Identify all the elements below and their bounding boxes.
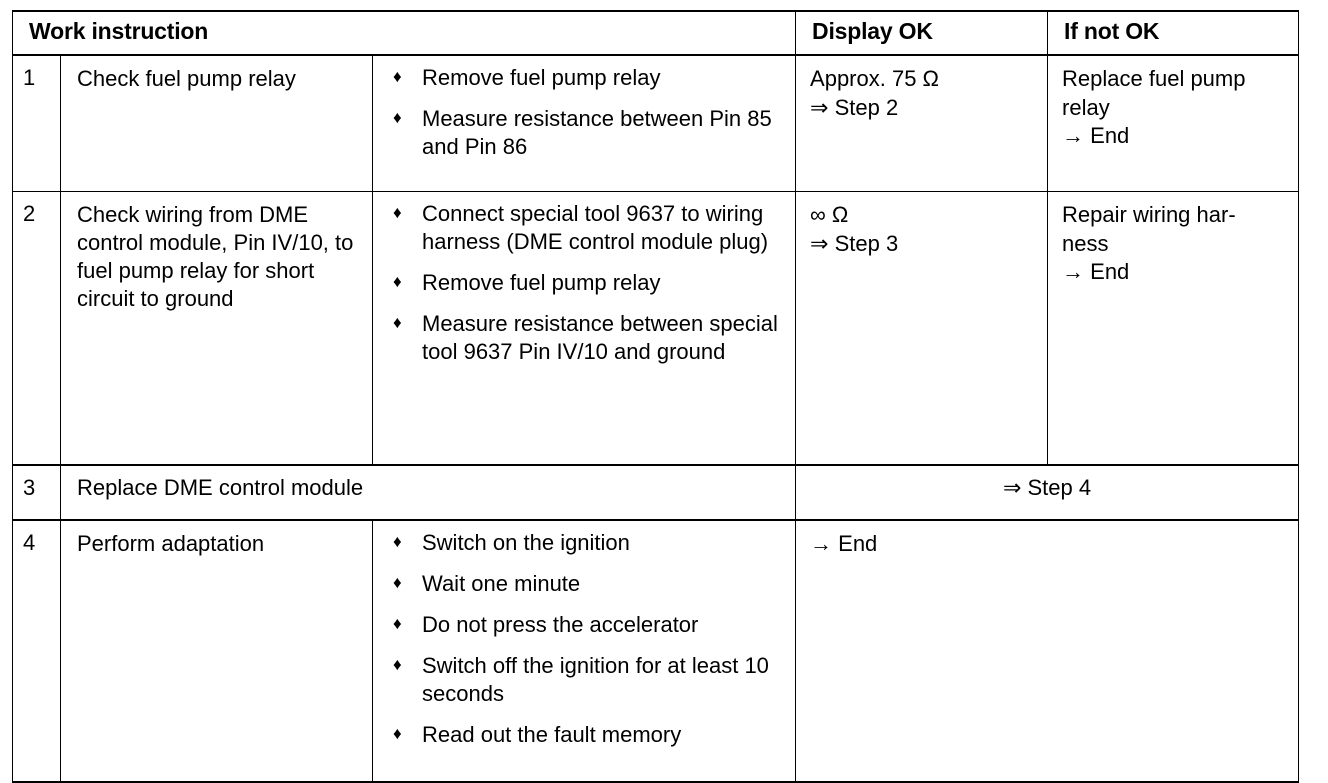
- list-item: ♦ Switch off the ignition for at least 1…: [373, 652, 785, 708]
- header-work-instruction-label: Work instruction: [29, 18, 209, 44]
- list-item: ♦ Switch on the ignition: [373, 529, 785, 557]
- row-1-display-ok-cell: Approx. 75 Ω ⇒ Step 2: [795, 54, 1049, 192]
- row-4-step-number: 4: [23, 530, 36, 555]
- row-4-description: Perform adaptation: [77, 531, 265, 556]
- row-4-description-cell: Perform adaptation: [60, 519, 373, 783]
- row-1-description-cell: Check fuel pump relay: [60, 54, 373, 192]
- list-item: ♦ Measure resistance between special too…: [373, 310, 785, 366]
- diamond-bullet-icon: ♦: [393, 203, 402, 222]
- header-if-not-ok: If not OK: [1047, 10, 1300, 56]
- diamond-bullet-icon: ♦: [393, 312, 402, 332]
- row-2-if-not-ok-line-1: Repair wiring har-: [1062, 202, 1236, 227]
- row-4-action-list: ♦ Switch on the ignition ♦ Wait one minu…: [373, 521, 795, 761]
- table-row: 1 Check fuel pump relay ♦ Remove fuel pu…: [12, 54, 1300, 192]
- diamond-bullet-icon: ♦: [393, 67, 402, 86]
- row-2-action-2: Remove fuel pump relay: [422, 269, 661, 295]
- row-3-step-number-cell: 3: [12, 464, 61, 521]
- work-instruction-table: Work instruction Display OK If not OK 1 …: [11, 10, 1300, 783]
- list-item: ♦ Do not press the accelerator: [373, 611, 785, 639]
- row-3-step-number: 3: [23, 475, 36, 500]
- row-2-action-list: ♦ Connect special tool 9637 to wiring ha…: [373, 192, 795, 378]
- row-4-result-line-1: → End: [810, 531, 878, 556]
- row-2-if-not-ok: Repair wiring har- ness → End: [1048, 192, 1298, 297]
- document-page: Work instruction Display OK If not OK 1 …: [11, 10, 1300, 783]
- row-3-description-cell: Replace DME control module: [59, 464, 797, 521]
- diamond-bullet-icon: ♦: [393, 654, 402, 674]
- list-item: ♦ Wait one minute: [373, 570, 785, 598]
- row-2-display-ok-line-1: ∞ Ω: [810, 202, 849, 227]
- row-1-step-number: 1: [23, 65, 36, 90]
- row-4-action-4: Switch off the ignition for at least 10 …: [422, 652, 769, 706]
- row-2-if-not-ok-cell: Repair wiring har- ness → End: [1047, 191, 1300, 466]
- row-1-if-not-ok-line-2: relay: [1062, 94, 1110, 120]
- row-1-action-1: Remove fuel pump relay: [422, 65, 661, 90]
- row-3-result: ⇒ Step 4: [1002, 475, 1092, 500]
- row-2-display-ok-line-2: ⇒ Step 3: [810, 230, 899, 256]
- row-2-display-ok: ∞ Ω ⇒ Step 3: [796, 192, 1047, 268]
- header-if-not-ok-label: If not OK: [1064, 18, 1160, 44]
- list-item: ♦ Remove fuel pump relay: [373, 269, 785, 297]
- row-4-action-1: Switch on the ignition: [422, 530, 630, 555]
- row-1-if-not-ok-line-3: → End: [1062, 123, 1130, 149]
- diamond-bullet-icon: ♦: [393, 572, 402, 592]
- row-4-result: → End: [796, 521, 1298, 569]
- row-2-action-3: Measure resistance between special tool …: [422, 310, 778, 364]
- row-2-actions-cell: ♦ Connect special tool 9637 to wiring ha…: [371, 191, 797, 466]
- row-1-description: Check fuel pump relay: [77, 66, 296, 91]
- row-2-display-ok-cell: ∞ Ω ⇒ Step 3: [795, 191, 1049, 466]
- table-row: 3 Replace DME control module ⇒ Step 4: [12, 464, 1300, 521]
- list-item: ♦ Measure resistance between Pin 85 and …: [373, 105, 785, 161]
- row-4-action-3: Do not press the accelerator: [422, 611, 699, 637]
- diamond-bullet-icon: ♦: [393, 723, 402, 743]
- header-display-ok: Display OK: [795, 10, 1049, 56]
- diamond-bullet-icon: ♦: [393, 107, 402, 127]
- row-3-result-cell: ⇒ Step 4: [795, 464, 1300, 521]
- row-4-action-2: Wait one minute: [422, 570, 581, 596]
- list-item: ♦ Connect special tool 9637 to wiring ha…: [373, 200, 785, 256]
- row-1-display-ok-line-1: Approx. 75 Ω: [810, 66, 939, 91]
- header-display-ok-label: Display OK: [812, 18, 933, 44]
- row-1-action-list: ♦ Remove fuel pump relay ♦ Measure resis…: [373, 56, 795, 173]
- diamond-bullet-icon: ♦: [393, 532, 402, 551]
- row-2-if-not-ok-line-3: → End: [1062, 259, 1130, 285]
- row-1-step-number-cell: 1: [12, 54, 61, 192]
- row-1-if-not-ok-line-1: Replace fuel pump: [1062, 66, 1246, 91]
- row-1-if-not-ok: Replace fuel pump relay → End: [1048, 56, 1298, 161]
- row-4-action-5: Read out the fault memory: [422, 721, 682, 747]
- row-2-action-1: Connect special tool 9637 to wiring harn…: [422, 201, 769, 254]
- row-4-step-number-cell: 4: [12, 519, 61, 783]
- row-1-actions-cell: ♦ Remove fuel pump relay ♦ Measure resis…: [371, 54, 797, 192]
- row-1-if-not-ok-cell: Replace fuel pump relay → End: [1047, 54, 1300, 192]
- row-2-description: Check wiring from DME control module, Pi…: [77, 202, 354, 312]
- row-4-actions-cell: ♦ Switch on the ignition ♦ Wait one minu…: [371, 519, 797, 783]
- row-1-display-ok-line-2: ⇒ Step 2: [810, 94, 899, 120]
- row-2-description-cell: Check wiring from DME control module, Pi…: [60, 191, 373, 466]
- diamond-bullet-icon: ♦: [393, 613, 402, 633]
- row-1-action-2: Measure resistance between Pin 85 and Pi…: [422, 105, 772, 159]
- diamond-bullet-icon: ♦: [393, 271, 402, 291]
- list-item: ♦ Remove fuel pump relay: [373, 64, 785, 92]
- row-3-description: Replace DME control module: [77, 475, 364, 500]
- table-row: 2 Check wiring from DME control module, …: [12, 191, 1300, 466]
- row-2-if-not-ok-line-2: ness: [1062, 230, 1109, 256]
- header-work-instruction: Work instruction: [11, 10, 797, 56]
- row-4-result-cell: → End: [795, 519, 1300, 783]
- row-2-step-number: 2: [23, 201, 36, 226]
- row-2-step-number-cell: 2: [12, 191, 61, 466]
- table-row: 4 Perform adaptation ♦ Switch on the ign…: [12, 519, 1300, 783]
- table-header-row: Work instruction Display OK If not OK: [11, 10, 1300, 56]
- list-item: ♦ Read out the fault memory: [373, 721, 785, 749]
- row-1-display-ok: Approx. 75 Ω ⇒ Step 2: [796, 56, 1047, 132]
